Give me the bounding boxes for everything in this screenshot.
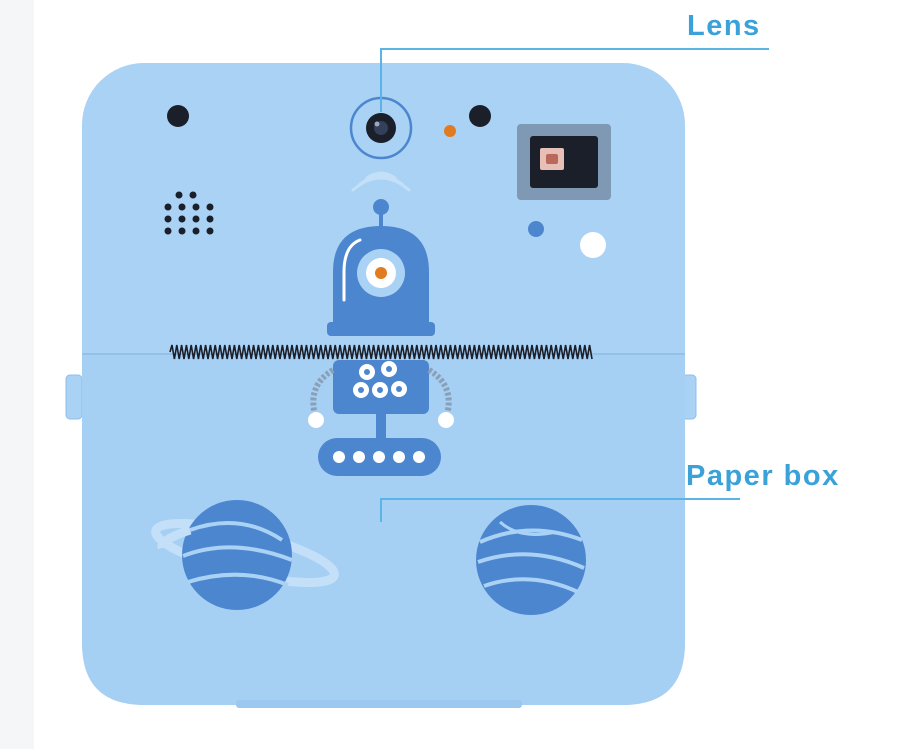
paper-box-label: Paper box	[686, 460, 840, 492]
lens-leader-line	[380, 48, 769, 112]
paper-output-slot	[169, 344, 593, 360]
mic-hole-left	[167, 105, 189, 127]
viewfinder-icon	[517, 124, 611, 200]
lens-label: Lens	[687, 10, 761, 42]
ringed-planet-illustration	[151, 500, 339, 610]
bottom-foot	[236, 700, 522, 708]
paper-box-panel	[82, 354, 685, 705]
robot-illustration	[308, 199, 454, 476]
wireless-icon	[351, 171, 411, 192]
paper-box-leader-line	[380, 498, 740, 522]
planet-illustration	[476, 505, 586, 615]
left-side-handle	[65, 374, 83, 420]
decor-dot-white	[580, 232, 606, 258]
background-strip	[0, 0, 34, 749]
orange-led	[444, 125, 456, 137]
decor-dot-blue	[528, 221, 544, 237]
speaker-grille-icon	[164, 191, 214, 235]
mic-hole-right	[469, 105, 491, 127]
